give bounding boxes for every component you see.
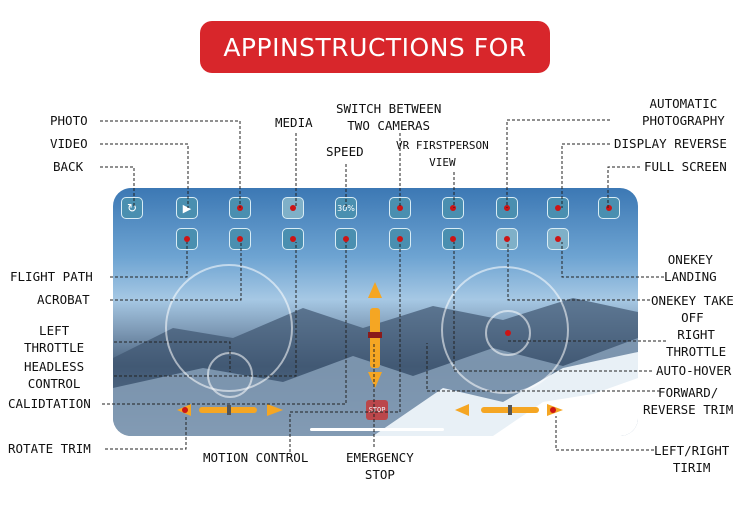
flight-path-button[interactable] xyxy=(176,228,198,250)
label-auto-hover: AUTO-HOVER xyxy=(656,363,732,378)
media-button[interactable] xyxy=(282,197,304,219)
media-icon xyxy=(290,205,296,211)
trim-handle xyxy=(368,332,382,338)
label-forward-reverse-trim: FORWARD/ REVERSE TRIM xyxy=(643,385,734,417)
lr-trim-handle xyxy=(508,405,512,415)
calibration-icon xyxy=(343,236,349,242)
headless-icon xyxy=(290,236,296,242)
forward-reverse-trim-slider[interactable] xyxy=(355,280,395,410)
label-vr-view: VR FIRSTPERSON VIEW xyxy=(396,139,489,169)
label-left-throttle: LEFT THROTTLE xyxy=(24,323,85,355)
label-media: MEDIA xyxy=(275,115,313,130)
label-onekey-takeoff: ONEKEY TAKE OFF xyxy=(651,293,734,325)
switch-camera-icon xyxy=(397,205,403,211)
onekey-takeoff-button[interactable] xyxy=(496,228,518,250)
label-headless-control: HEADLESS CONTROL xyxy=(24,359,85,391)
video-camera-icon: ▶ xyxy=(182,201,192,215)
label-onekey-landing: ONEKEY LANDING xyxy=(664,252,717,284)
label-full-screen: FULL SCREEN xyxy=(644,159,727,174)
vr-icon xyxy=(450,205,456,211)
label-back: BACK xyxy=(53,159,84,174)
label-video: VIDEO xyxy=(50,136,88,151)
right-joystick-marker xyxy=(505,330,511,336)
trim-left-arrow-icon xyxy=(455,404,469,416)
display-reverse-button[interactable] xyxy=(547,197,569,219)
label-speed: SPEED xyxy=(326,144,364,159)
label-right-throttle: RIGHT THROTTLE xyxy=(666,327,727,359)
speed-button[interactable]: 30% xyxy=(335,197,357,219)
label-display-reverse: DISPLAY REVERSE xyxy=(614,136,727,151)
camera-icon xyxy=(237,205,243,211)
back-button[interactable]: ↻ xyxy=(121,197,143,219)
rotate-right-arrow-icon xyxy=(267,404,283,416)
hover-icon xyxy=(450,236,456,242)
switch-camera-button[interactable] xyxy=(389,197,411,219)
stop-label: STOP xyxy=(368,406,386,414)
trim-up-arrow-icon xyxy=(368,282,382,298)
label-flight-path: FLIGHT PATH xyxy=(10,269,93,284)
full-screen-icon xyxy=(606,205,612,211)
auto-hover-button[interactable] xyxy=(442,228,464,250)
rotate-trim-handle xyxy=(227,405,231,415)
onekey-landing-button[interactable] xyxy=(547,228,569,250)
motion-control-button[interactable] xyxy=(389,228,411,250)
video-button[interactable]: ▶ xyxy=(176,197,198,219)
back-icon: ↻ xyxy=(126,201,138,215)
motion-control-icon xyxy=(397,236,403,242)
flight-path-icon xyxy=(184,236,190,242)
app-screen: ↻ ▶ 30% STOP xyxy=(113,188,638,436)
rotate-trim-slider[interactable] xyxy=(175,400,285,420)
vr-view-button[interactable] xyxy=(442,197,464,219)
photo-button[interactable] xyxy=(229,197,251,219)
label-motion-control: MOTION CONTROL xyxy=(203,450,309,465)
title-banner: APPINSTRUCTIONS FOR xyxy=(200,21,550,73)
home-indicator xyxy=(310,428,444,431)
emergency-stop-button[interactable]: STOP xyxy=(366,400,388,420)
speed-value: 30% xyxy=(337,203,355,213)
label-auto-photo: AUTOMATIC PHOTOGRAPHY xyxy=(642,96,725,128)
label-left-right-trim: LEFT/RIGHT TIRIM xyxy=(654,443,730,475)
calibration-button[interactable] xyxy=(335,228,357,250)
headless-button[interactable] xyxy=(282,228,304,250)
takeoff-icon xyxy=(504,236,510,242)
full-screen-button[interactable] xyxy=(598,197,620,219)
label-calibration: CALIDTATION xyxy=(8,396,91,411)
left-right-trim-slider[interactable] xyxy=(453,400,565,420)
page-title: APPINSTRUCTIONS FOR xyxy=(223,32,527,62)
label-rotate-trim: ROTATE TRIM xyxy=(8,441,91,456)
acrobat-button[interactable] xyxy=(229,228,251,250)
label-photo: PHOTO xyxy=(50,113,88,128)
landing-icon xyxy=(555,236,561,242)
auto-photo-icon xyxy=(504,205,510,211)
trim-down-arrow-icon xyxy=(368,372,382,388)
label-switch-cameras: SWITCH BETWEEN TWO CAMERAS xyxy=(336,101,442,133)
left-joystick-knob[interactable] xyxy=(207,352,253,398)
auto-photo-button[interactable] xyxy=(496,197,518,219)
display-reverse-icon xyxy=(555,205,561,211)
label-acrobat: ACROBAT xyxy=(37,292,90,307)
acrobat-icon xyxy=(237,236,243,242)
label-emergency-stop: EMERGENCY STOP xyxy=(346,450,414,482)
